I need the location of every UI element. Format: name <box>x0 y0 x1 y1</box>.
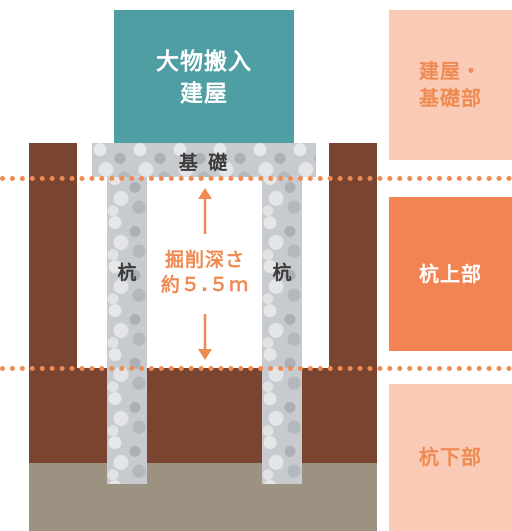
panel-pile-upper: 杭上部 <box>389 197 512 351</box>
excavation-arrow <box>198 188 212 360</box>
foundation-label: 基 礎 <box>178 152 230 174</box>
excavation-depth-line2: 約５.５ｍ <box>160 273 250 296</box>
building-label-line1: 大物搬入 <box>156 49 252 75</box>
panel-pile-lower-label: 杭下部 <box>419 445 482 469</box>
pile-left-label: 杭 <box>117 262 137 284</box>
pile-right <box>262 172 302 484</box>
boundary-line-upper <box>0 176 512 181</box>
building-label-line2: 建屋 <box>180 81 228 108</box>
panel-pile-upper-label: 杭上部 <box>419 261 482 286</box>
panel-pile-lower: 杭下部 <box>389 384 512 531</box>
building-label: 大物搬入 建屋 <box>114 46 294 110</box>
soil-bottom-layer <box>29 368 377 463</box>
pile-right-label: 杭 <box>272 262 292 284</box>
pile-left <box>107 172 147 484</box>
foundation-slab <box>92 143 316 177</box>
building-block <box>114 10 294 143</box>
panel-building-foundation-line2: 基礎部 <box>419 86 482 110</box>
gravel-layer <box>29 462 377 531</box>
panel-building-foundation-line1: 建屋・ <box>419 59 482 83</box>
excavation-depth-line1: 掘削深さ <box>164 249 245 271</box>
excavation-depth-label: 掘削深さ 約５.５ｍ <box>150 248 260 297</box>
panel-building-foundation: 建屋・ 基礎部 <box>389 10 512 160</box>
boundary-line-lower <box>0 366 512 371</box>
